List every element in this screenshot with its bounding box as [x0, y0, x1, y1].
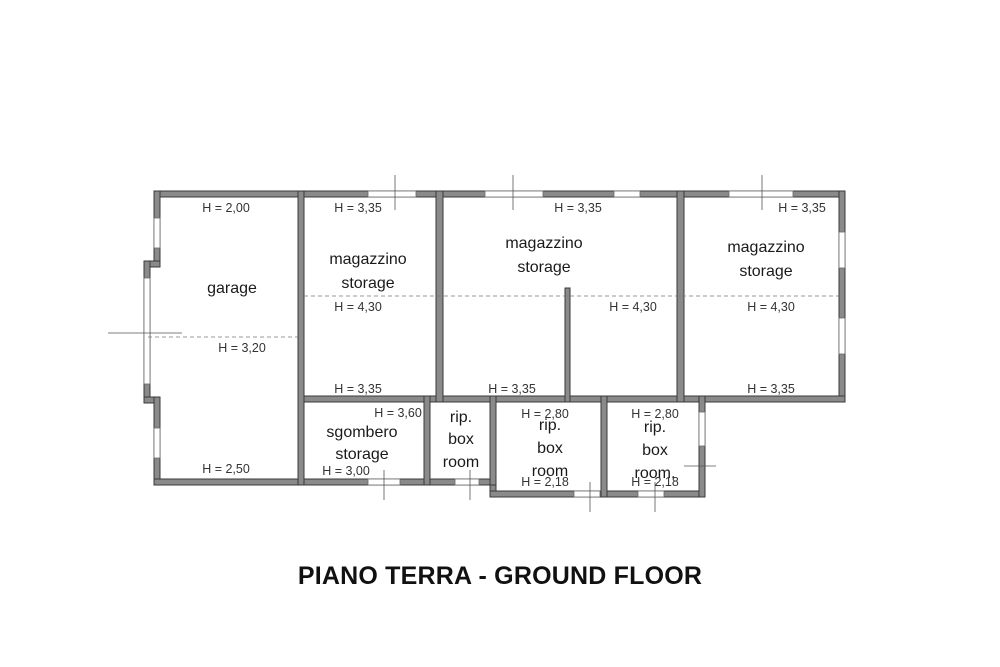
room-label-box3-line2: box	[642, 442, 668, 459]
height-storage3-mid: H = 4,30	[747, 300, 795, 314]
room-label-storage2-en: storage	[517, 259, 570, 276]
window-garage-left-lower	[153, 427, 161, 459]
wall-garage-right	[297, 190, 305, 486]
room-label-box2-line2: box	[537, 440, 563, 457]
height-storage1-bottom: H = 3,35	[334, 382, 382, 396]
room-label-storage1-it: magazzino	[329, 251, 406, 268]
room-label-storage1-en: storage	[341, 275, 394, 292]
wall-storage2-right	[676, 190, 685, 403]
window-box3-bottom	[637, 490, 665, 498]
room-labels: garage magazzino storage magazzino stora…	[207, 235, 805, 482]
height-garage-mid: H = 3,20	[218, 341, 266, 355]
height-storage1-top: H = 3,35	[334, 201, 382, 215]
height-labels: H = 2,00 H = 3,20 H = 2,50 H = 3,35 H = …	[202, 201, 826, 489]
room-label-box3-line3: room.	[635, 465, 676, 482]
window-garage-bay	[143, 277, 151, 385]
room-label-storage2-it: magazzino	[505, 235, 582, 252]
height-box3-top: H = 2,80	[631, 407, 679, 421]
height-storage1-mid: H = 4,30	[334, 300, 382, 314]
wall-sgombero-right	[423, 395, 431, 486]
room-label-storage3-en: storage	[739, 263, 792, 280]
wall-right	[838, 190, 846, 403]
room-label-sgombero-en: storage	[335, 446, 388, 463]
window-storage3-right-b	[838, 317, 846, 355]
height-storage3-top: H = 3,35	[778, 201, 826, 215]
floor-title: PIANO TERRA - GROUND FLOOR	[297, 562, 703, 590]
room-label-box1-line1: rip.	[450, 409, 472, 426]
window-storage2-top-b	[613, 190, 641, 198]
window-box2-bottom	[573, 490, 601, 498]
height-sgombero-top: H = 3,60	[374, 406, 422, 420]
window-box3-right	[698, 411, 706, 447]
height-storage3-bottom: H = 3,35	[747, 382, 795, 396]
window-storage3-top	[728, 190, 794, 198]
window-storage3-right-a	[838, 231, 846, 269]
height-sgombero-bottom: H = 3,00	[322, 464, 370, 478]
room-label-box3-line1: rip.	[644, 419, 666, 436]
room-label-box2-line3: room	[532, 463, 568, 480]
height-storage2-bottom: H = 3,35	[488, 382, 536, 396]
height-storage2-top: H = 3,35	[554, 201, 602, 215]
height-garage-bottom: H = 2,50	[202, 462, 250, 476]
height-box2-bottom: H = 2,18	[521, 475, 569, 489]
window-box1-bottom	[454, 478, 480, 486]
wall-bottom-left	[153, 478, 497, 486]
room-label-box1-line3: room	[443, 454, 479, 471]
section-lines	[108, 175, 763, 512]
wall-mid-horizontal	[299, 395, 846, 403]
room-label-box1-line2: box	[448, 431, 474, 448]
room-label-storage3-it: magazzino	[727, 239, 804, 256]
height-box3-bottom: H = 2,18	[631, 475, 679, 489]
room-label-garage: garage	[207, 280, 257, 297]
height-garage-top: H = 2,00	[202, 201, 250, 215]
window-storage1-top	[367, 190, 417, 198]
room-label-sgombero-it: sgombero	[326, 424, 397, 441]
wall-storage2-partition	[564, 287, 571, 403]
window-garage-left-upper	[153, 217, 161, 249]
wall-right-lower	[698, 395, 706, 498]
height-storage2-mid: H = 4,30	[609, 300, 657, 314]
ceiling-change-lines	[148, 295, 839, 338]
height-box2-top: H = 2,80	[521, 407, 569, 421]
window-storage2-top-a	[484, 190, 544, 198]
wall-box2-right	[600, 395, 608, 498]
wall-box1-right	[489, 395, 497, 486]
room-label-box2-line1: rip.	[539, 417, 561, 434]
wall-storage1-right	[435, 190, 444, 403]
